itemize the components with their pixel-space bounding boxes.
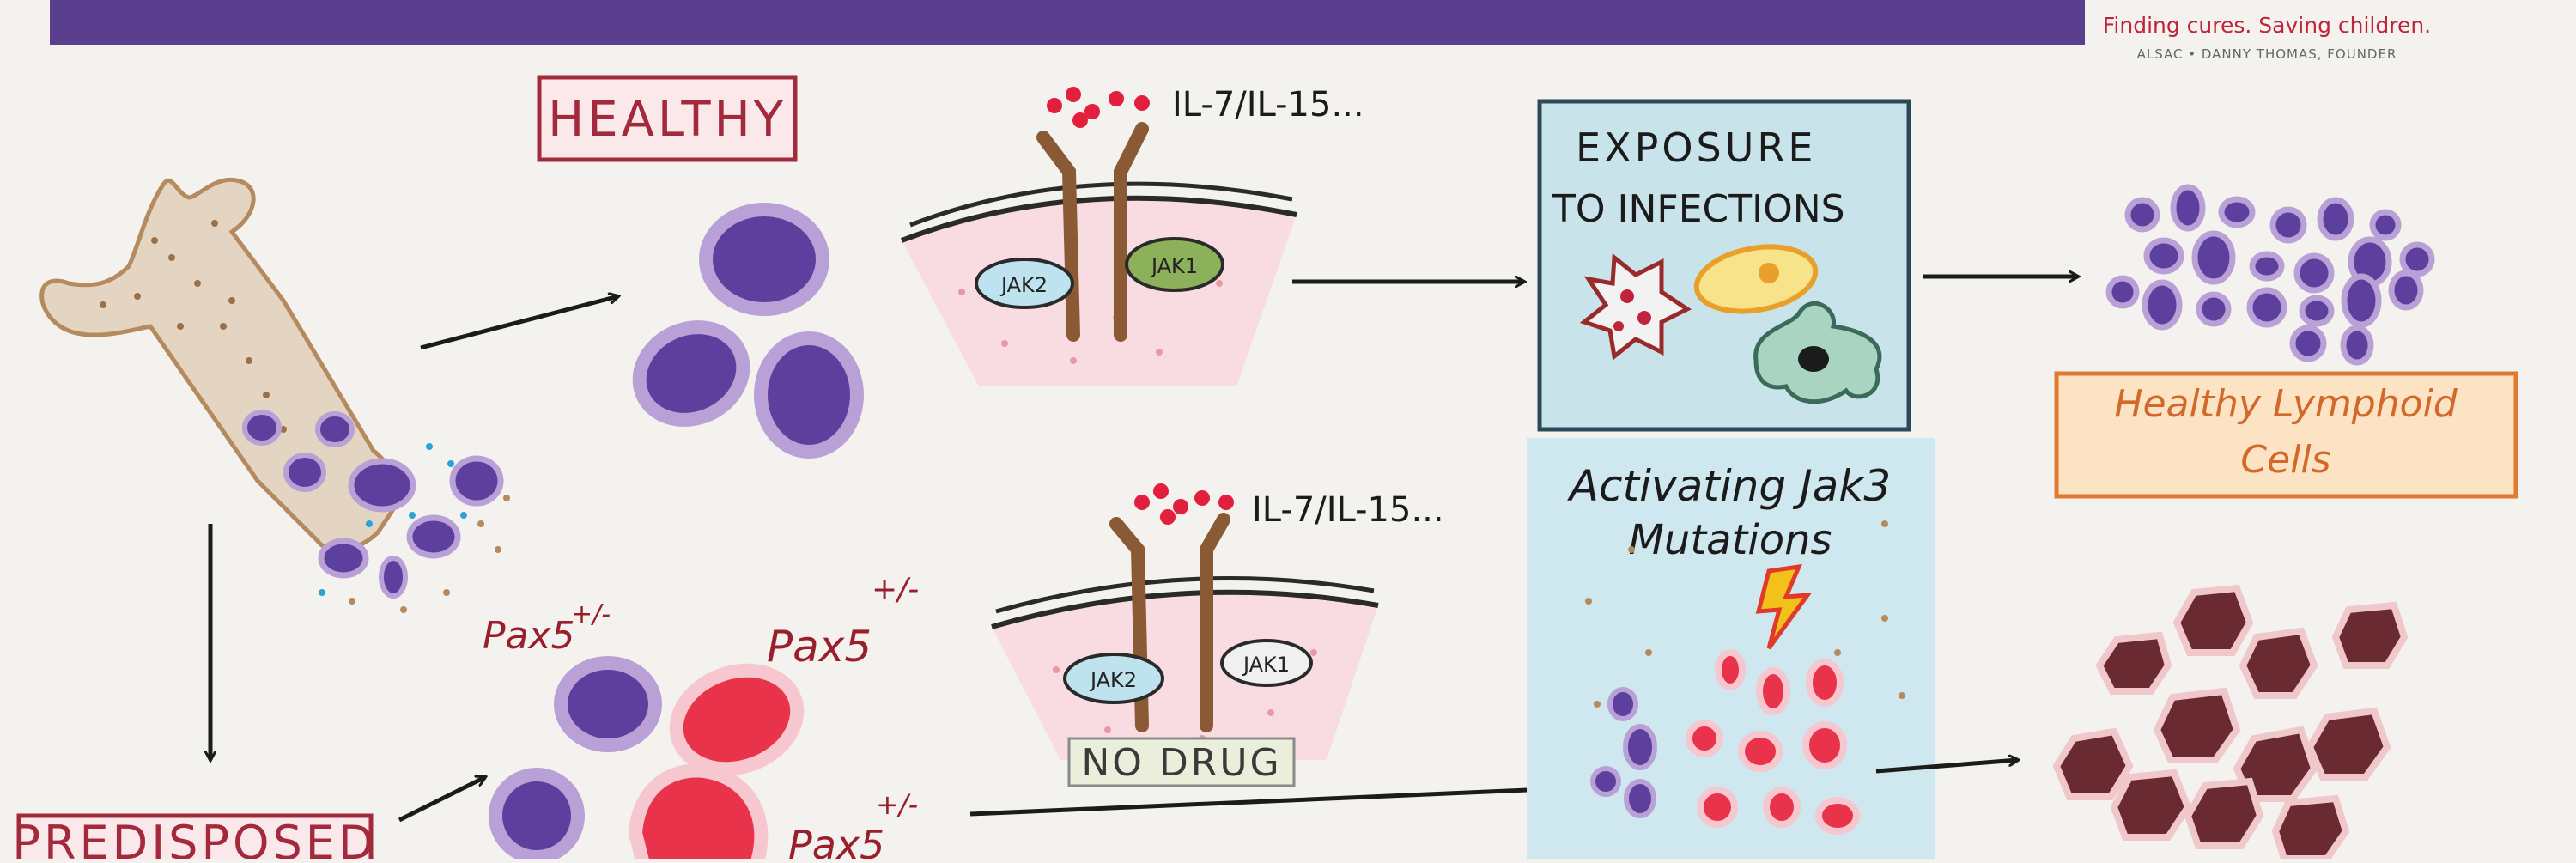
top-banner: [50, 0, 2085, 45]
healthy-label: HEALTHY: [548, 92, 787, 148]
jak2-bottom: [1063, 653, 1164, 704]
svg-text:+/-: +/-: [872, 572, 919, 607]
healthy-lymphoid-cluster: [2105, 184, 2435, 366]
jak3-mutant-cells: [1590, 649, 1860, 835]
jak1-bottom-label: JAK1: [1242, 653, 1290, 677]
jak1-top: [1125, 237, 1224, 292]
arrow-bone-to-healthy: [420, 296, 618, 350]
jak3-title-2: Mutations: [1628, 516, 1832, 564]
no-drug-label: NO DRUG: [1081, 741, 1281, 785]
exposure-title-2: TO INFECTIONS: [1552, 187, 1845, 231]
healthy-lymphoid-line-2: Cells: [2240, 438, 2330, 482]
arrow-pax5-to-jak3: [969, 788, 1567, 817]
lightning-icon: [1755, 563, 1813, 650]
pax5-label-left: Pax5 +/-: [483, 599, 611, 658]
cytokine-label-bottom: IL-7/IL-15...: [1252, 490, 1444, 530]
svg-text:+/-: +/-: [876, 788, 918, 821]
pax5-label-bottom: Pax5 +/-: [788, 788, 918, 863]
jak2-bottom-label: JAK2: [1089, 668, 1137, 692]
arrow-jak3-to-leukemia: [1875, 760, 2018, 774]
no-drug-box: [1067, 737, 1296, 787]
bacteria-icon: [1693, 244, 1819, 314]
receptor-top: JAK2 JAK1: [900, 87, 1297, 386]
receptor-bottom: JAK2 JAK1: [991, 483, 1379, 760]
healthy-cells: [632, 203, 864, 459]
predisposed-label: PREDISPOSED: [12, 816, 377, 859]
exposure-title-1: EXPOSURE: [1576, 125, 1816, 171]
bone-illustration: [39, 177, 510, 613]
svg-text:+/-: +/-: [571, 599, 611, 629]
brand-tagline: Finding cures. Saving children.: [2103, 13, 2431, 38]
jak2-top: [975, 258, 1074, 309]
svg-text:Pax5: Pax5: [767, 622, 872, 672]
predisposed-label-box: [16, 813, 374, 863]
svg-text:Pax5: Pax5: [483, 614, 575, 658]
bone-marrow-cells: [242, 410, 504, 599]
parasite-icon: [1753, 301, 1882, 404]
brand-founder: ALSAC • DANNY THOMAS, FOUNDER: [2137, 46, 2397, 62]
jak2-top-label: JAK2: [999, 273, 1048, 297]
cytokine-label-top: IL-7/IL-15...: [1172, 85, 1364, 125]
arrow-predisposed-to-pax5: [398, 777, 485, 823]
svg-text:Pax5: Pax5: [788, 822, 884, 859]
healthy-lymphoid-box: [2054, 371, 2518, 499]
jak1-bottom: [1220, 639, 1313, 687]
jak1-top-label: JAK1: [1150, 254, 1198, 278]
jak3-title-1: Activating Jak3: [1567, 461, 1891, 511]
virus-icon: [1579, 253, 1692, 361]
predisposed-cells: [489, 656, 805, 863]
pax5-label-right: Pax5 +/-: [767, 572, 919, 672]
healthy-lymphoid-line-1: Healthy Lymphoid: [2114, 382, 2458, 426]
leukemic-cells: [2052, 584, 2409, 862]
healthy-label-box: [537, 75, 798, 162]
